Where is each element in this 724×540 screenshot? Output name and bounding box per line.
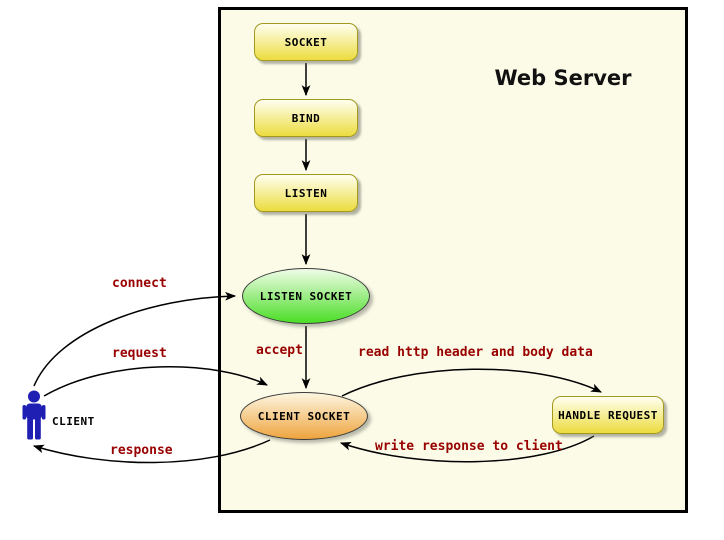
edge-label-read-http: read http header and body data [358, 345, 593, 360]
client-person-icon [22, 390, 46, 440]
handle-request-node-label: HANDLE REQUEST [558, 408, 658, 422]
edge-label-connect: connect [112, 276, 167, 291]
edge-label-request: request [112, 346, 167, 361]
socket-node: SOCKET [254, 23, 358, 61]
socket-node-label: SOCKET [284, 35, 328, 49]
listen-node-label: LISTEN [284, 186, 328, 200]
edge-label-response: response [110, 443, 173, 458]
edge-label-accept: accept [256, 343, 303, 358]
listen-socket-node: LISTEN SOCKET [242, 268, 370, 324]
bind-node-label: BIND [291, 111, 321, 125]
client-socket-node: CLIENT SOCKET [240, 392, 368, 440]
client-label: CLIENT [52, 415, 95, 428]
listen-node: LISTEN [254, 174, 358, 212]
web-server-title: Web Server [494, 66, 632, 90]
edge-label-write-response: write response to client [375, 439, 563, 454]
client-socket-node-label: CLIENT SOCKET [257, 409, 351, 423]
listen-socket-node-label: LISTEN SOCKET [259, 289, 353, 303]
bind-node: BIND [254, 99, 358, 137]
arrow-connect [33, 291, 237, 387]
handle-request-node: HANDLE REQUEST [552, 396, 664, 434]
